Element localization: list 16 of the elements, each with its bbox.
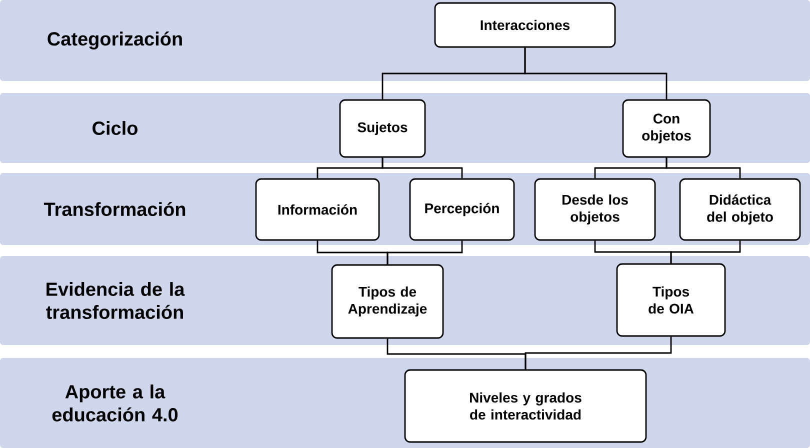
connector <box>386 240 463 264</box>
connector <box>524 48 668 100</box>
connector <box>670 240 741 264</box>
process-box: Con objetos <box>622 99 711 158</box>
process-box: Interacciones <box>434 2 616 48</box>
process-box: Didáctica del objeto <box>679 178 801 241</box>
process-box: Percepción <box>409 178 515 241</box>
process-box: Sujetos <box>339 99 426 158</box>
connector <box>666 158 741 178</box>
process-box: Información <box>255 178 380 241</box>
process-box: Tipos de Aprendizaje <box>331 264 444 339</box>
connector <box>524 336 672 370</box>
process-box: Tipos de OIA <box>616 263 726 337</box>
connector <box>382 158 463 178</box>
process-box: Niveles y grados de interactividad <box>404 369 647 443</box>
process-box: Desde los objetos <box>534 178 656 241</box>
